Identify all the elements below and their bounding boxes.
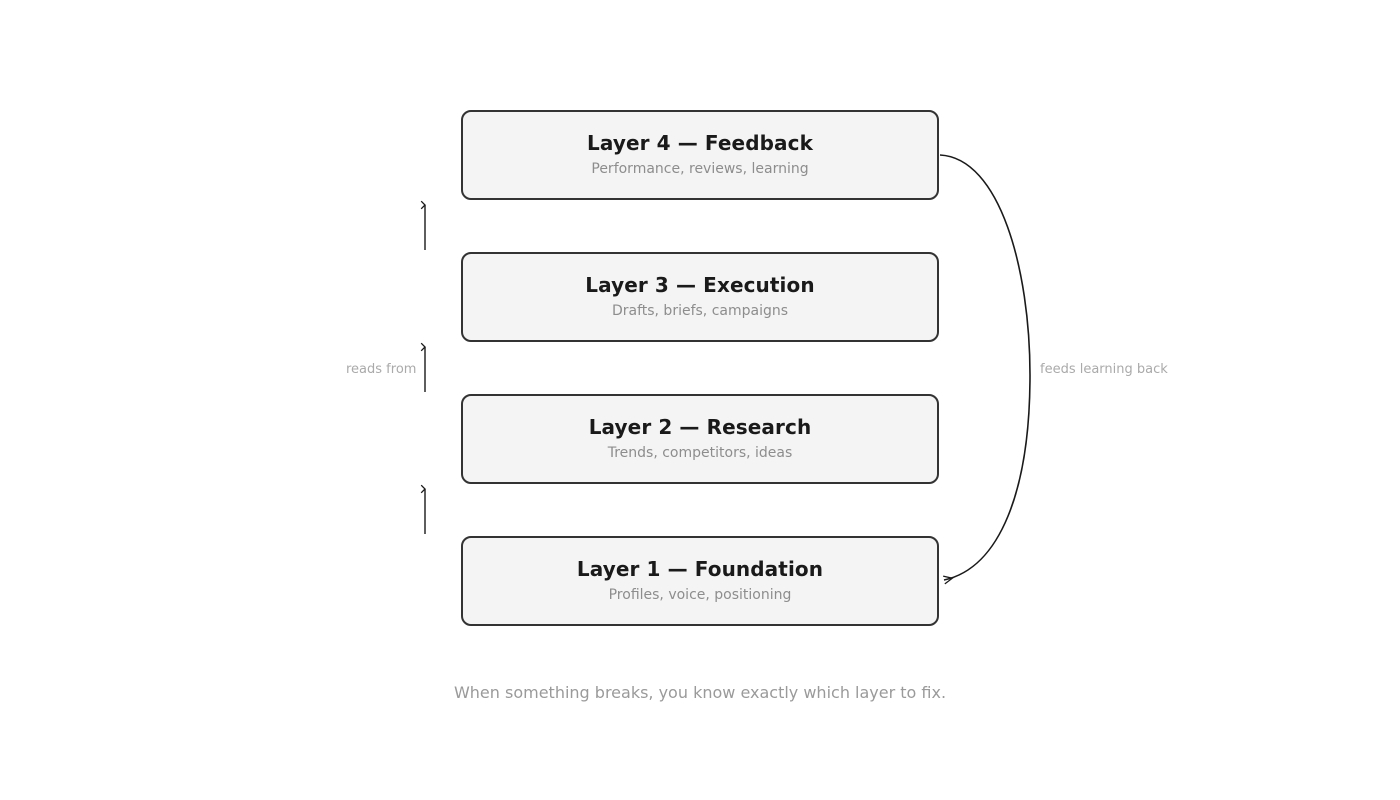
layer-title: Layer 3 — Execution [585,273,815,298]
layer-title: Layer 4 — Feedback [587,131,813,156]
arrow-feeds-learning-back [939,154,1031,585]
layer-title: Layer 1 — Foundation [576,557,824,582]
layer-title: Layer 2 — Research [588,415,812,440]
edge-label-feeds-learning-back: feeds learning back [1040,362,1168,377]
layer-subtitle: Trends, competitors, ideas [607,445,793,462]
layer-box-layer2[interactable]: Layer 2 — Research Trends, competitors, … [461,394,939,484]
edge-label-reads-from: reads from [346,362,417,377]
layer-box-layer3[interactable]: Layer 3 — Execution Drafts, briefs, camp… [461,252,939,342]
diagram-caption: When something breaks, you know exactly … [453,683,947,702]
layer-box-layer4[interactable]: Layer 4 — Feedback Performance, reviews,… [461,110,939,200]
layer-subtitle: Performance, reviews, learning [591,161,809,178]
layer-subtitle: Drafts, briefs, campaigns [611,303,789,320]
layer-box-layer1[interactable]: Layer 1 — Foundation Profiles, voice, po… [461,536,939,626]
layer-subtitle: Profiles, voice, positioning [608,587,792,604]
